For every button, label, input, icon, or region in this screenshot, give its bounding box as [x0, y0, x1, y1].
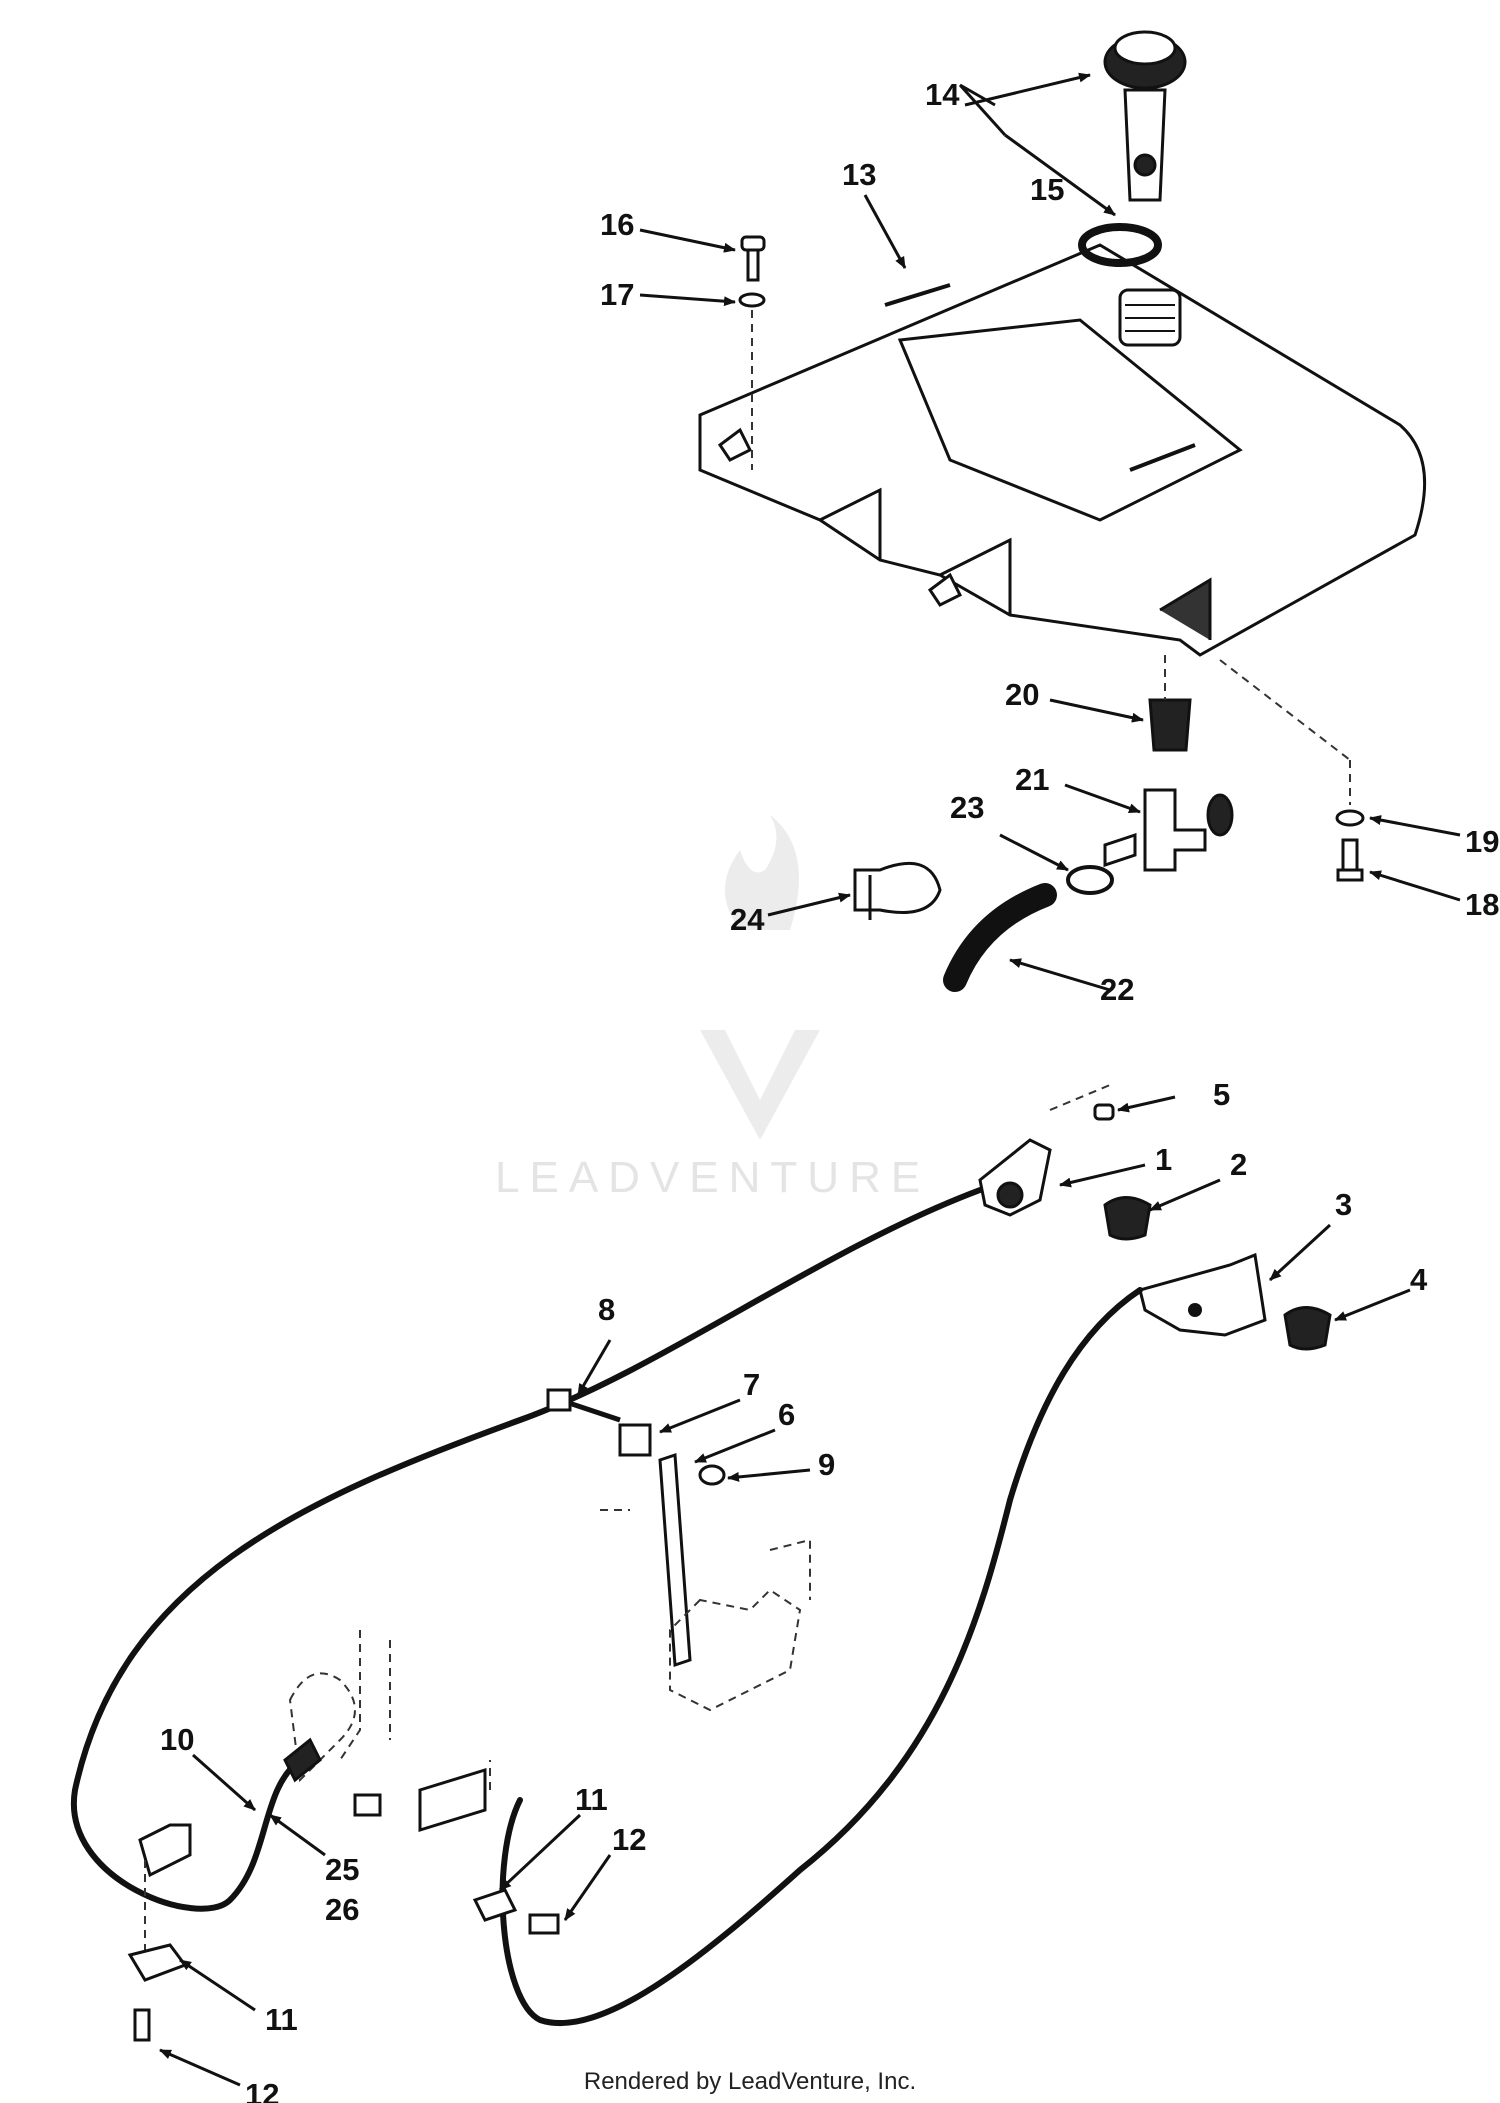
callout-3: 3 — [1335, 1187, 1352, 1222]
clip-11-right — [353, 1760, 560, 1935]
callout-13: 13 — [842, 157, 876, 192]
callout-12-right: 12 — [612, 1822, 646, 1857]
callout-19: 19 — [1465, 824, 1499, 859]
callout-labels: 1 2 3 4 5 6 7 8 9 10 11 11 12 12 13 14 1… — [160, 77, 1499, 2103]
screw-and-washer — [738, 235, 766, 470]
callout-1: 1 — [1155, 1142, 1172, 1177]
callout-9: 9 — [818, 1447, 835, 1482]
engine-bracket-outline — [600, 1509, 811, 1712]
knob-2 — [1103, 1196, 1152, 1241]
fuel-hose — [943, 883, 1057, 992]
callout-6: 6 — [778, 1397, 795, 1432]
fuel-tank — [698, 243, 1427, 657]
callout-15: 15 — [1030, 172, 1064, 207]
callout-23: 23 — [950, 790, 984, 825]
callout-24: 24 — [730, 902, 765, 937]
callout-20: 20 — [1005, 677, 1039, 712]
watermark-logo: LEADVENTURE — [495, 815, 930, 1202]
callout-2: 2 — [1230, 1147, 1247, 1182]
hose-clamp — [1066, 865, 1114, 895]
fuel-shutoff-valve — [1103, 655, 1234, 872]
hose-clip — [853, 861, 942, 920]
carburetor-outline — [283, 1630, 391, 1783]
callout-12-lower: 12 — [245, 2077, 279, 2103]
clip-11-lower — [127, 1943, 188, 2042]
callout-18: 18 — [1465, 887, 1499, 922]
bolt-8 — [546, 1388, 572, 1412]
callout-21: 21 — [1015, 762, 1049, 797]
callout-7: 7 — [743, 1367, 760, 1402]
knob-4 — [1283, 1306, 1332, 1351]
callout-11-lower: 11 — [265, 2002, 298, 2037]
callout-25: 25 — [325, 1852, 359, 1887]
tank-screw-and-washer — [1219, 659, 1365, 882]
callout-5: 5 — [1213, 1077, 1230, 1112]
callout-16: 16 — [600, 207, 634, 242]
strap-6 — [658, 1452, 692, 1668]
callout-4: 4 — [1410, 1262, 1428, 1297]
choke-cable — [70, 1187, 983, 1912]
screw-5 — [1093, 1103, 1115, 1121]
throttle-cable — [499, 1287, 1143, 2027]
gasket-ring — [1078, 223, 1162, 267]
callout-14: 14 — [925, 77, 960, 112]
callout-11-right: 11 — [575, 1782, 608, 1817]
gas-cap-gauge — [1103, 30, 1187, 202]
callout-10: 10 — [160, 1722, 194, 1757]
cable-clip-bracket — [138, 1823, 192, 1955]
nut-9 — [698, 1464, 726, 1486]
callout-26: 26 — [325, 1892, 359, 1927]
footer-credit: Rendered by LeadVenture, Inc. — [583, 2068, 917, 2095]
callout-8: 8 — [598, 1292, 615, 1327]
leader-lines — [159, 72, 1461, 2087]
watermark-text: LEADVENTURE — [495, 1153, 930, 1202]
bracket-1 — [978, 1084, 1111, 1217]
bracket-3 — [1138, 1252, 1267, 1337]
callout-22: 22 — [1100, 972, 1134, 1007]
callout-17: 17 — [600, 277, 634, 312]
cable-clamp-7 — [559, 1397, 652, 1457]
